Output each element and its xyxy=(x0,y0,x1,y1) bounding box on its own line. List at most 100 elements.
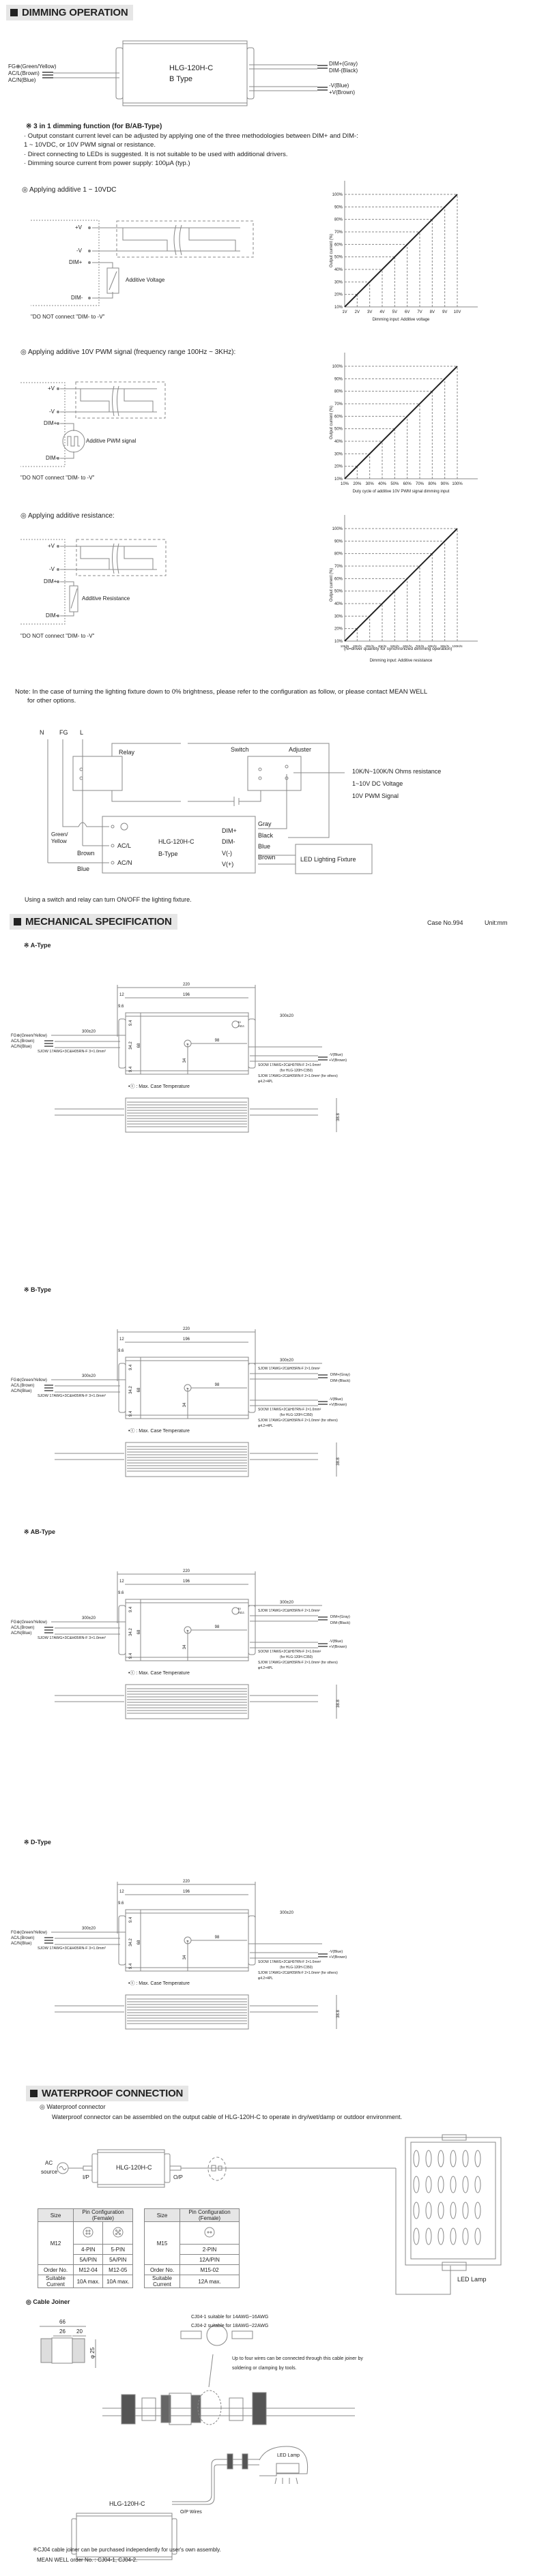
svg-text:50%: 50% xyxy=(334,256,343,260)
svg-text:60K/N: 60K/N xyxy=(403,645,412,648)
svg-text:9.6: 9.6 xyxy=(118,1901,124,1906)
output-terminal-label: V(-) xyxy=(222,850,232,857)
driver-model-label: HLG-120H-C xyxy=(109,2500,145,2507)
dimming-bullet: · Direct connecting to LEDs is suggested… xyxy=(24,151,288,158)
svg-text:tc: tc xyxy=(186,1629,188,1632)
svg-text:100%: 100% xyxy=(452,482,463,486)
svg-text:40%: 40% xyxy=(334,602,343,606)
driver-type-label: B-Type xyxy=(158,850,178,857)
svg-text:9.6: 9.6 xyxy=(118,1005,124,1009)
svg-text:68: 68 xyxy=(137,1629,141,1634)
svg-text:300±20: 300±20 xyxy=(280,1911,294,1915)
svg-text:34: 34 xyxy=(183,1644,187,1649)
section-header-mechanical: MECHANICAL SPECIFICATION xyxy=(10,914,177,930)
svg-text:3V: 3V xyxy=(367,310,372,314)
section-bullet-icon xyxy=(14,918,21,926)
chart-voltage-plot: 10%1V20%2V30%3V40%4V50%5V60%6V70%7V80%8V… xyxy=(330,181,478,322)
case-outline-icon: 220196129.66834.29.49.49834300±20300±203… xyxy=(11,983,347,1133)
ac-source-label: AC xyxy=(45,2160,53,2166)
relay-circuit-icon xyxy=(47,739,373,874)
svg-text:40%: 40% xyxy=(334,268,343,272)
svg-text:AC/N(Blue): AC/N(Blue) xyxy=(11,1389,31,1393)
svg-text:•ⓣ : Max. Case Temperature: •ⓣ : Max. Case Temperature xyxy=(128,1670,190,1676)
svg-text:FG⊕(Green/Yellow): FG⊕(Green/Yellow) xyxy=(11,1931,47,1935)
svg-text:10%: 10% xyxy=(334,306,343,310)
svg-text:9.4: 9.4 xyxy=(129,1916,133,1923)
svg-text:70%: 70% xyxy=(416,482,425,486)
svg-text:DIM-(Black): DIM-(Black) xyxy=(330,1621,350,1625)
footer-note: ※CJ04 cable joiner can be purchased inde… xyxy=(33,2547,221,2553)
joiner-note: CJ04-2 suitable for 18AWG~22AWG xyxy=(191,2324,269,2328)
svg-text:34: 34 xyxy=(183,1058,187,1063)
source-label: Additive Voltage xyxy=(126,277,165,283)
svg-text:20%: 20% xyxy=(334,627,343,632)
source-label: Additive Resistance xyxy=(82,595,130,602)
dimming-bullet: 1 ~ 10VDC, or 10V PWM signal or resistan… xyxy=(24,141,156,149)
svg-text:10%: 10% xyxy=(341,482,349,486)
svg-text:Output current (%): Output current (%) xyxy=(330,234,334,267)
svg-text:80%: 80% xyxy=(428,482,437,486)
op-label: O/P xyxy=(173,2174,183,2180)
dimming-bullet: · Output constant current level can be a… xyxy=(24,132,358,140)
svg-text:(for HLG-120H-C350): (for HLG-120H-C350) xyxy=(280,1966,313,1970)
svg-text:+V(Brown): +V(Brown) xyxy=(329,1058,347,1063)
svg-text:9.4: 9.4 xyxy=(129,1364,133,1370)
case-outline-icon: 220196129.66834.29.49.49834300±20300±203… xyxy=(11,1569,350,1719)
svg-text:20K/N: 20K/N xyxy=(353,645,362,648)
terminal-label: -V xyxy=(76,248,82,254)
svg-text:ADJ.: ADJ. xyxy=(238,1611,245,1614)
output-terminal-label: V(+) xyxy=(222,861,234,868)
section-bullet-icon xyxy=(30,2090,38,2097)
svg-text:AC/L(Brown): AC/L(Brown) xyxy=(11,1936,34,1940)
terminal-label: +V xyxy=(75,224,83,231)
case-outline-icon: 220196129.66834.29.49.49834300±20300±203… xyxy=(11,1327,350,1477)
terminal-label: DIM+ xyxy=(69,259,83,265)
svg-text:DIM+(Gray): DIM+(Gray) xyxy=(330,1615,350,1619)
terminal-label: -V xyxy=(49,566,55,572)
svg-text:220: 220 xyxy=(183,1327,190,1331)
svg-text:220: 220 xyxy=(183,1569,190,1573)
table-cell: 12A max. xyxy=(179,2275,240,2288)
method-title-voltage: ◎ Applying additive 1 ~ 10VDC xyxy=(22,186,117,194)
dim-label: 26 xyxy=(59,2328,66,2335)
section-bullet-icon xyxy=(10,9,18,16)
unit-label: Unit:mm xyxy=(485,919,508,926)
table-header: Pin Configuration (Female) xyxy=(179,2208,240,2222)
svg-text:40%: 40% xyxy=(334,440,343,444)
svg-text:12: 12 xyxy=(119,1890,124,1894)
svg-text:38.8: 38.8 xyxy=(336,1457,341,1466)
svg-text:40%: 40% xyxy=(378,482,387,486)
svg-text:40K/N: 40K/N xyxy=(378,645,387,648)
cable-joiner-title: ◎ Cable Joiner xyxy=(26,2298,70,2305)
svg-text:300±20: 300±20 xyxy=(280,1601,294,1605)
svg-text:70%: 70% xyxy=(334,565,343,569)
svg-text:SJOW 17AWG×2C&H05RN-F 2×1.0mm²: SJOW 17AWG×2C&H05RN-F 2×1.0mm² (for othe… xyxy=(258,1661,338,1665)
note-line-1: Note: In the case of turning the lightin… xyxy=(15,688,428,696)
section-header-dimming: DIMMING OPERATION xyxy=(6,5,134,20)
svg-text:20%: 20% xyxy=(334,293,343,297)
led-circuit-icon xyxy=(31,220,254,306)
dim-label: 20 xyxy=(76,2328,83,2335)
svg-text:SJOW 17AWG×3C&H05RN-F 3×1.0mm²: SJOW 17AWG×3C&H05RN-F 3×1.0mm² xyxy=(38,1636,106,1640)
svg-text:98: 98 xyxy=(215,1936,220,1940)
svg-text:FG⊕(Green/Yellow): FG⊕(Green/Yellow) xyxy=(11,1034,47,1038)
svg-text:50%: 50% xyxy=(334,590,343,594)
svg-text:80%: 80% xyxy=(334,552,343,557)
svg-text:38.8: 38.8 xyxy=(336,1113,341,1121)
svg-text:10%: 10% xyxy=(334,477,343,482)
svg-text:(for HLG-120H-C350): (for HLG-120H-C350) xyxy=(280,1069,313,1073)
case-number: Case No.994 xyxy=(427,919,463,926)
wire-label-dim-plus: DIM+(Gray) xyxy=(329,61,358,67)
wire-color-label: Brown xyxy=(258,854,276,861)
op-wires-label: O/P Wires xyxy=(180,2510,202,2515)
svg-text:φ4.2×4PL: φ4.2×4PL xyxy=(258,1080,273,1084)
wire-color-label: Gray xyxy=(258,820,272,827)
svg-text:•ⓣ : Max. Case Temperature: •ⓣ : Max. Case Temperature xyxy=(128,1428,190,1434)
svg-text:(for HLG-120H-C350): (for HLG-120H-C350) xyxy=(280,1655,313,1659)
svg-text:4V: 4V xyxy=(379,310,384,314)
svg-text:+V(Brown): +V(Brown) xyxy=(329,1403,347,1407)
svg-text:φ4.2×4PL: φ4.2×4PL xyxy=(258,1666,273,1670)
svg-text:12: 12 xyxy=(119,993,124,997)
svg-text:30%: 30% xyxy=(366,482,375,486)
